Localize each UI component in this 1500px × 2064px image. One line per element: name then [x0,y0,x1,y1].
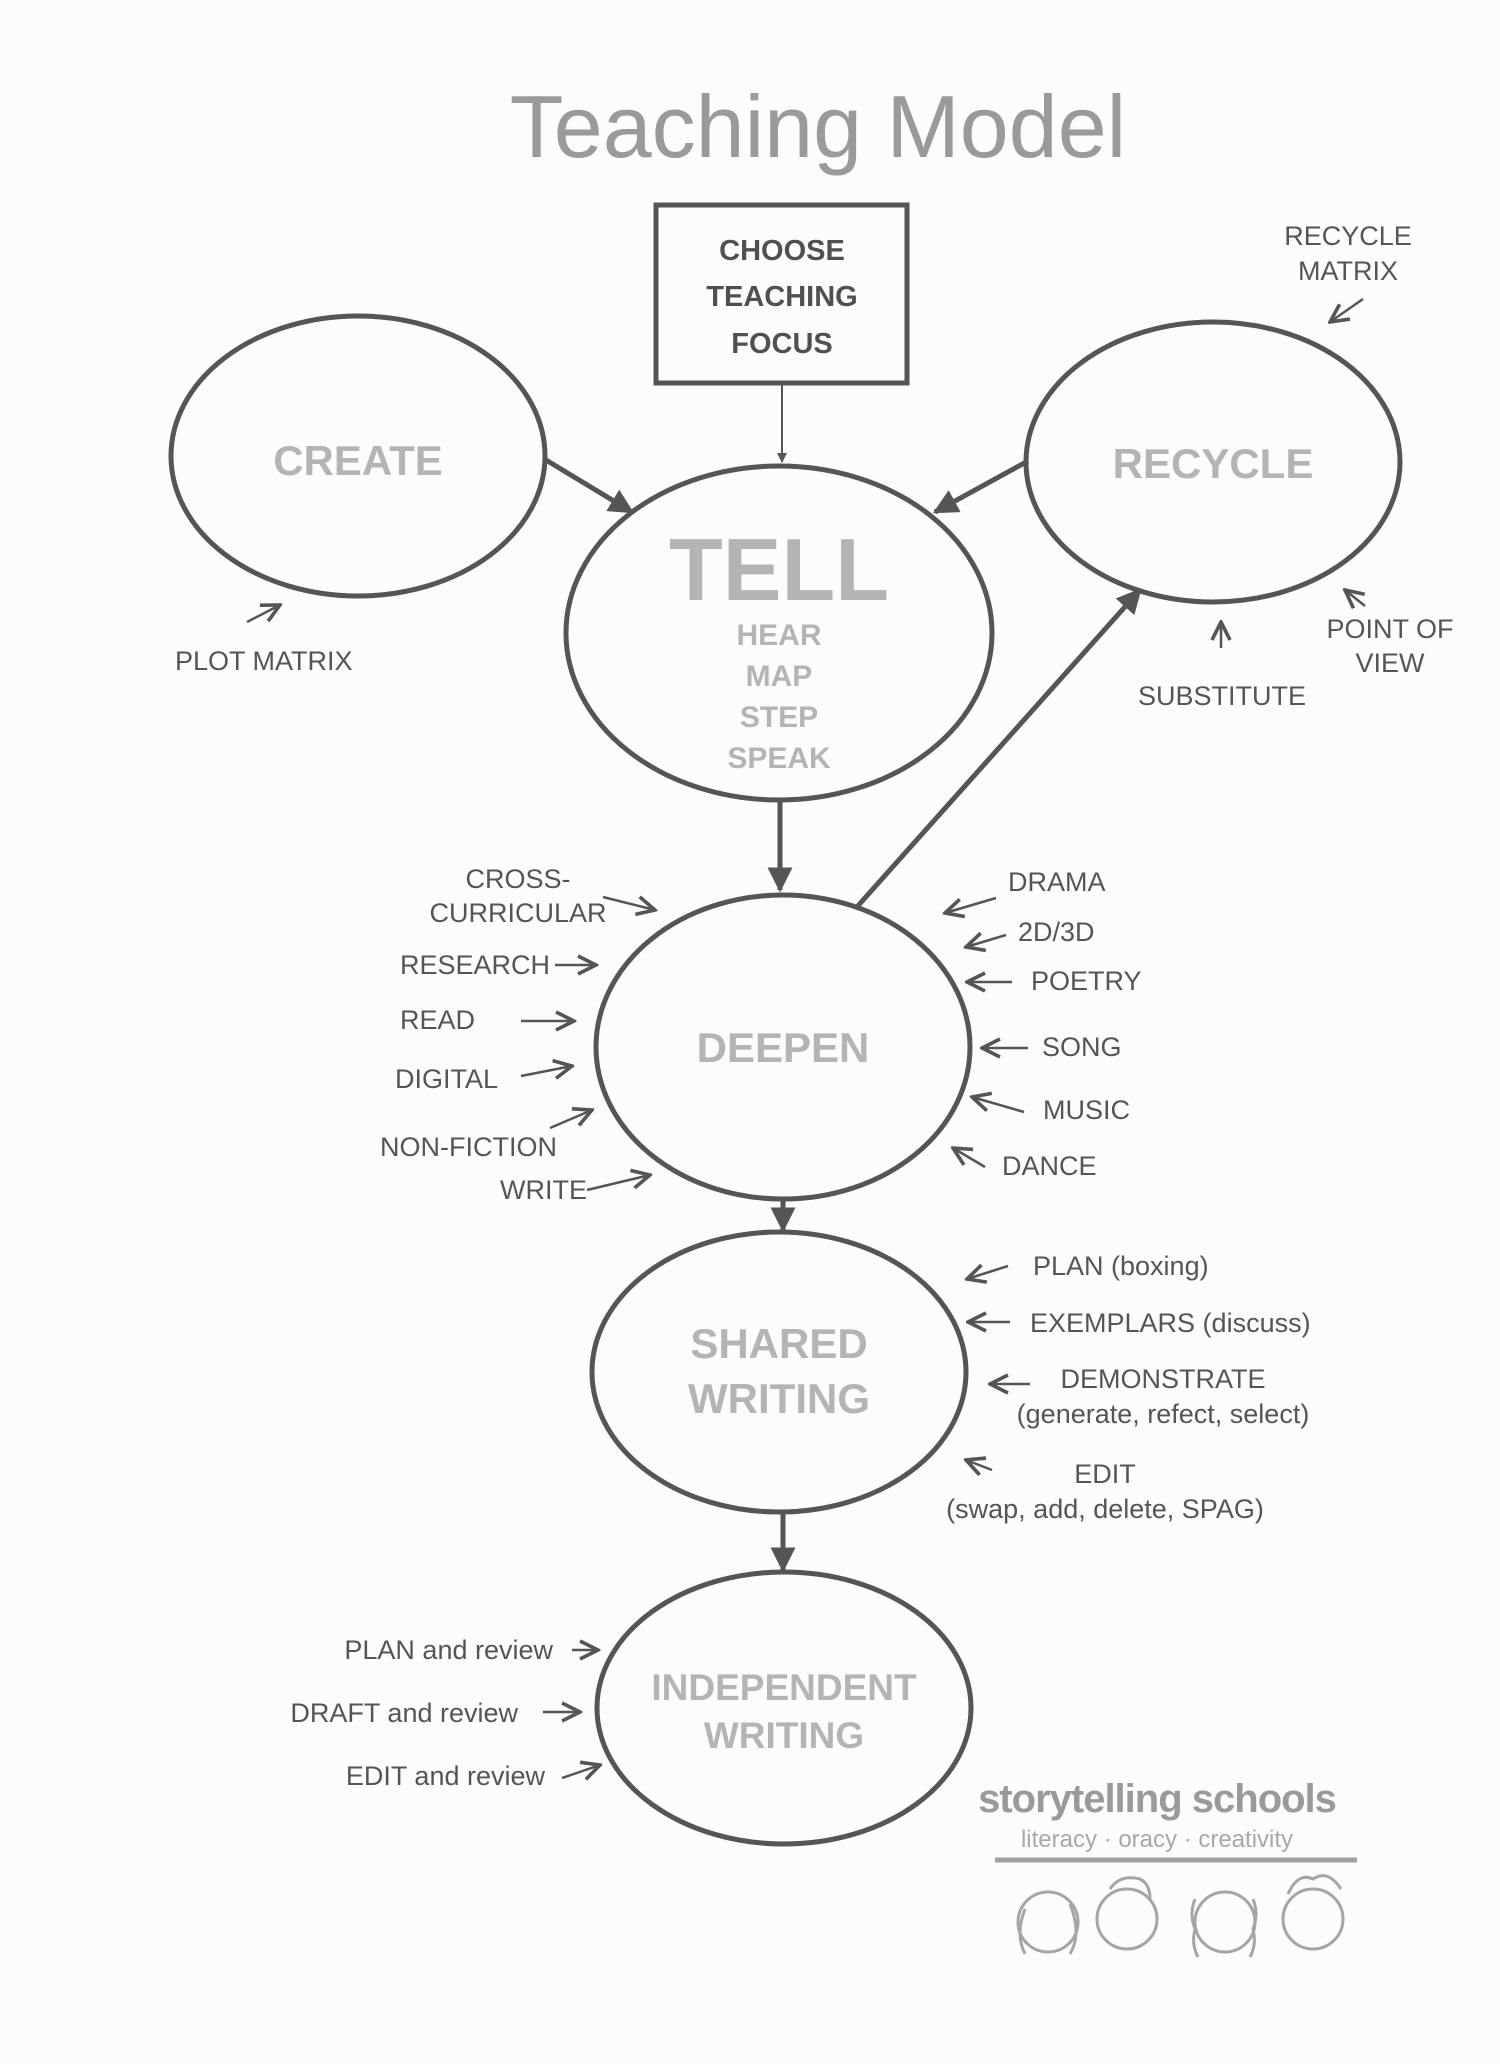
deepen-right-notes: DRAMA 2D/3D POETRY SONG MUSIC DANCE [945,867,1142,1181]
digital-note: DIGITAL [395,1064,498,1094]
independent-writing-notes: PLAN and review DRAFT and review EDIT an… [290,1635,600,1791]
recycle-matrix-arrow [1330,297,1364,322]
drama-note: DRAMA [1008,867,1106,897]
deepen-label: DEEPEN [697,1024,870,1071]
create-label: CREATE [273,437,443,484]
logo-name: storytelling schools [978,1777,1336,1821]
tell-sub-step: STEP [740,701,818,734]
plan-review-note: PLAN and review [344,1635,553,1665]
demonstrate-detail: (generate, refect, select) [1017,1399,1310,1429]
curricular-note: CURRICULAR [429,898,606,928]
shared-writing-node [589,1229,969,1515]
recycle-matrix-note-1: RECYCLE [1284,221,1412,251]
independent-label-2: WRITING [704,1715,864,1756]
shared-label-2: WRITING [688,1375,870,1422]
focus-line-1: CHOOSE [719,235,845,267]
deepen-left-notes: CROSS- CURRICULAR RESEARCH READ DIGITAL … [380,864,655,1205]
plot-matrix-arrow [246,605,280,624]
poetry-note: POETRY [1031,966,1142,996]
plot-matrix-note: PLOT MATRIX [175,646,353,676]
edit-review-note: EDIT and review [346,1761,546,1791]
tell-node [563,463,995,803]
read-note: READ [400,1005,475,1035]
exemplars-note: EXEMPLARS (discuss) [1030,1308,1311,1338]
pov-arrow [1345,590,1366,606]
edit-note: EDIT [1074,1459,1136,1489]
create-node [168,313,548,599]
cross-note: CROSS- [465,864,570,894]
2d3d-note: 2D/3D [1018,917,1095,947]
children-faces-illustration [1016,1874,1345,1958]
research-note: RESEARCH [400,950,550,980]
tell-sub-map: MAP [746,660,813,693]
independent-writing-node [594,1569,974,1847]
non-fiction-note: NON-FICTION [380,1132,557,1162]
tell-sub-hear: HEAR [736,619,821,652]
deepen-to-recycle-arrow [854,588,1142,910]
recycle-to-tell-arrow [932,458,1030,515]
tell-sub-speak: SPEAK [727,742,831,775]
edit-detail: (swap, add, delete, SPAG) [946,1494,1264,1524]
shared-label-1: SHARED [690,1320,867,1367]
page-title: Teaching Model [510,77,1126,176]
focus-line-3: FOCUS [731,328,833,360]
dance-note: DANCE [1002,1151,1097,1181]
demonstrate-note: DEMONSTRATE [1060,1364,1265,1394]
recycle-label: RECYCLE [1113,440,1314,487]
logo-tagline: literacy · oracy · creativity [1021,1826,1293,1853]
draft-review-note: DRAFT and review [290,1698,518,1728]
storytelling-schools-logo: storytelling schools literacy · oracy · … [978,1777,1357,1958]
tell-label: TELL [669,520,889,619]
music-note: MUSIC [1043,1095,1130,1125]
plan-boxing-note: PLAN (boxing) [1033,1251,1209,1281]
pov-note-2: VIEW [1355,648,1425,678]
write-note: WRITE [500,1175,587,1205]
independent-label-1: INDEPENDENT [651,1667,917,1708]
substitute-note: SUBSTITUTE [1138,681,1306,711]
recycle-matrix-note-2: MATRIX [1298,256,1398,286]
shared-writing-notes: PLAN (boxing) EXEMPLARS (discuss) DEMONS… [946,1251,1310,1524]
song-note: SONG [1042,1032,1122,1062]
pov-note-1: POINT OF [1326,614,1453,644]
choose-teaching-focus-box: CHOOSE TEACHING FOCUS [653,202,910,386]
focus-line-2: TEACHING [706,281,857,313]
create-to-tell-arrow [544,457,635,515]
